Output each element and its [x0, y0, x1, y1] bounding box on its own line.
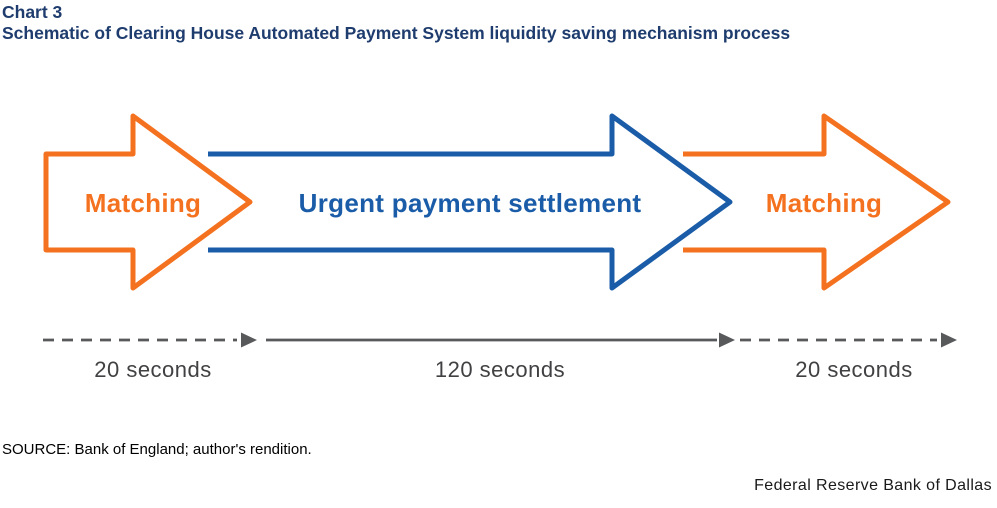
stage-label-settlement: Urgent payment settlement [299, 188, 642, 218]
duration-label-right: 20 seconds [795, 357, 913, 382]
attribution-footer: Federal Reserve Bank of Dallas [754, 477, 992, 494]
timeline [43, 332, 957, 348]
stage-label-matching-right: Matching [766, 188, 883, 218]
timeline-arrowhead-icon [941, 332, 957, 348]
timeline-arrowhead-icon [241, 332, 257, 348]
source-note: SOURCE: Bank of England; author's rendit… [2, 441, 312, 458]
duration-label-middle: 120 seconds [435, 357, 565, 382]
duration-label-left: 20 seconds [94, 357, 212, 382]
matching-arrow-right-shape [683, 113, 951, 291]
matching-arrow-left-shape [43, 113, 253, 291]
chart-header: Chart 3 Schematic of Clearing House Auto… [2, 2, 790, 44]
stage-label-matching-left: Matching [85, 188, 202, 218]
settlement-arrow-shape [208, 113, 733, 291]
chart-number: Chart 3 [2, 2, 63, 22]
timeline-arrowhead-icon [719, 332, 735, 348]
chart-title: Schematic of Clearing House Automated Pa… [2, 23, 791, 43]
